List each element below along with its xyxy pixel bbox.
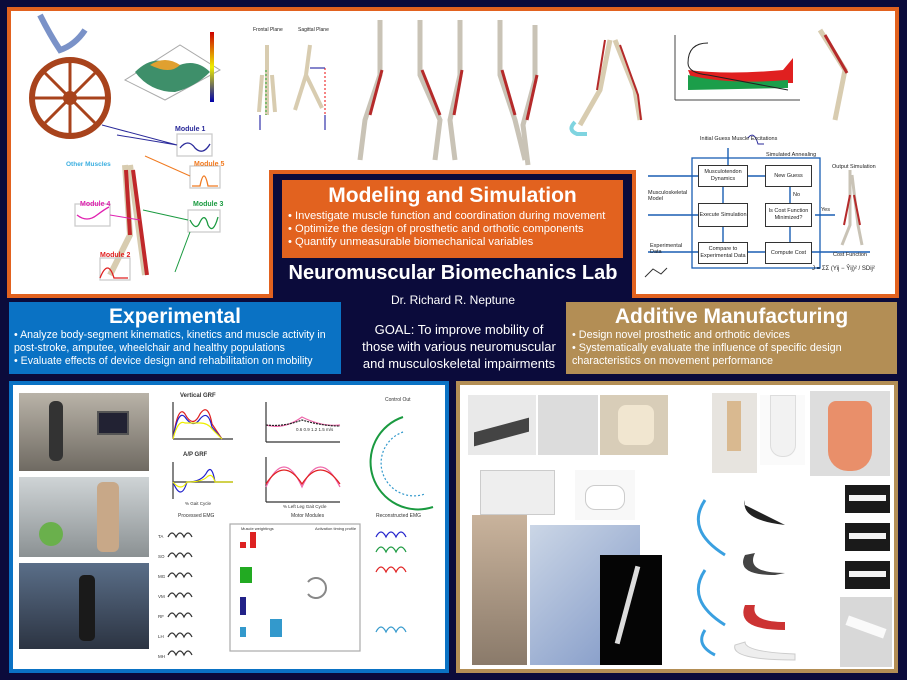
stroke-gait-photo: [19, 477, 149, 557]
module-1-label: Module 1: [175, 126, 206, 133]
flowchart-arrows: [644, 134, 870, 278]
foot-keel-3: [845, 561, 890, 589]
processed-emg-label: Processed EMG: [178, 513, 215, 519]
modeling-bullet: Investigate muscle function and coordina…: [288, 210, 617, 223]
additive-title: Additive Manufacturing: [614, 305, 849, 328]
emg-muscle: TA: [158, 534, 164, 539]
modeling-panel-frame: [7, 7, 899, 298]
new-guess-box: New Guess: [765, 165, 812, 187]
emg-muscle: MG: [158, 574, 166, 579]
additive-panel: [456, 381, 898, 673]
sagittal-plane-label: Sagittal Plane: [298, 27, 329, 33]
module-4-label: Module 4: [80, 201, 111, 208]
control-out-label: Control Out: [385, 397, 411, 403]
foot-design-a: [468, 395, 536, 455]
treadmill-photo: [19, 393, 149, 471]
compute-cost-box: Compute Cost: [765, 242, 812, 264]
additive-box: Additive Manufacturing Design novel pros…: [566, 302, 897, 374]
musculoskeletal-model-label: Musculoskeletal Model: [648, 190, 688, 202]
emg-muscle: VM: [158, 594, 165, 599]
pylon-photo: [712, 393, 757, 473]
gait-cycle-label: % Gait Cycle: [185, 501, 212, 506]
foot-keel-2: [845, 523, 890, 551]
yes-label: Yes: [821, 207, 830, 213]
walking-sequence-figure: [357, 20, 538, 166]
additive-bullet: Systematically evaluate the influence of…: [572, 342, 891, 368]
lab-pi: Dr. Richard R. Neptune: [390, 293, 516, 307]
emg-muscle: MH: [158, 654, 165, 659]
experimental-figures: [167, 402, 434, 657]
surface-plot-figure: [123, 32, 221, 102]
simulation-render: [600, 555, 662, 665]
muscle-weightings-label: Muscle weightings: [241, 526, 274, 531]
socket-photo: [760, 395, 805, 465]
compare-experimental-box: Compare to Experimental Data: [698, 242, 748, 264]
ap-grf-label: A/P GRF: [183, 452, 208, 458]
prosthesis-leg-figure: [577, 39, 643, 127]
motor-modules-label: Motor Modules: [291, 513, 325, 519]
experimental-bullet: Evaluate effects of device design and re…: [14, 355, 336, 368]
foot-design-b: [538, 395, 598, 455]
amputee-gait-photo: [19, 563, 149, 649]
simulated-annealing-label: Simulated Annealing: [766, 152, 817, 158]
stiffness-graph-figure: [674, 35, 800, 101]
cost-function-formula: J = ΣΣ (Yij − Ŷij)² / SDij²: [812, 266, 875, 272]
foot-keel-1: [845, 485, 890, 513]
experimental-data-label: Experimental Data: [650, 243, 683, 255]
no-label: No: [793, 192, 801, 198]
experimental-bullet: Analyze body-segment kinematics, kinetic…: [14, 329, 336, 355]
lab-goal: GOAL: To improve mobility of those with …: [355, 321, 563, 372]
reconstructed-emg-label: Reconstructed EMG: [376, 513, 422, 519]
emg-muscle: LH: [158, 634, 164, 639]
other-muscles-label: Other Muscles: [66, 161, 111, 168]
wheelchair-wheel-figure: [29, 13, 111, 139]
execute-simulation-box: Execute Simulation: [698, 203, 748, 227]
goal-line: those with various neuromuscular: [362, 339, 556, 354]
musculotendon-dynamics-box: Musculotendon Dynamics: [698, 165, 748, 187]
experimental-title: Experimental: [109, 305, 241, 328]
activation-timing-label: Activation timing profile: [315, 526, 357, 531]
experimental-box: Experimental Analyze body-segment kinema…: [9, 302, 341, 374]
output-simulation-label: Output Simulation: [832, 164, 876, 170]
emg-muscle-list: TA SO MG VM RF LH MH: [158, 527, 165, 667]
cost-minimized-box: Is Cost Function Minimized?: [765, 203, 812, 227]
orthosis-photo: [472, 515, 527, 665]
left-leg-gait-label: % Left Leg Gait Cycle: [283, 504, 327, 509]
socket-thickness-render: [810, 391, 890, 476]
lab-title: Neuromuscular Biomechanics Lab: [288, 262, 618, 284]
additive-bullet: Design novel prosthetic and orthotic dev…: [572, 329, 891, 342]
emg-muscle: SO: [158, 554, 165, 559]
module-2-label: Module 2: [100, 252, 131, 259]
module-5-label: Module 5: [194, 161, 225, 168]
speeds-legend: 0.6 0.9 1.2 1.5 m/s: [296, 427, 334, 432]
goal-line: GOAL: To improve mobility of: [374, 322, 544, 337]
foot-keel-4: [840, 597, 892, 667]
experimental-panel: Vertical GRF A/P GRF % Gait Cycle % Left…: [9, 381, 449, 673]
goal-line: and musculoskeletal impairments: [362, 356, 556, 371]
modeling-bullet: Optimize the design of prosthetic and or…: [288, 223, 617, 236]
modeling-simulation-box: Modeling and Simulation Investigate musc…: [282, 180, 623, 258]
prosthetic-foot-designs: [696, 499, 796, 661]
modeling-bullet: Quantify unmeasurable biomechanical vari…: [288, 236, 617, 249]
cad-component: [480, 470, 555, 515]
planes-skeleton-figure: [257, 44, 324, 115]
module-3-label: Module 3: [193, 201, 224, 208]
modeling-title: Modeling and Simulation: [328, 184, 577, 207]
vertical-grf-label: Vertical GRF: [180, 393, 216, 399]
cost-function-label: Cost Function: [833, 252, 867, 258]
initial-guess-label: Initial Guess Muscle Excitations: [700, 136, 778, 142]
printed-component: [575, 470, 635, 520]
frontal-plane-label: Frontal Plane: [253, 27, 283, 33]
foot-design-c: [600, 395, 668, 455]
emg-muscle: RF: [158, 614, 164, 619]
